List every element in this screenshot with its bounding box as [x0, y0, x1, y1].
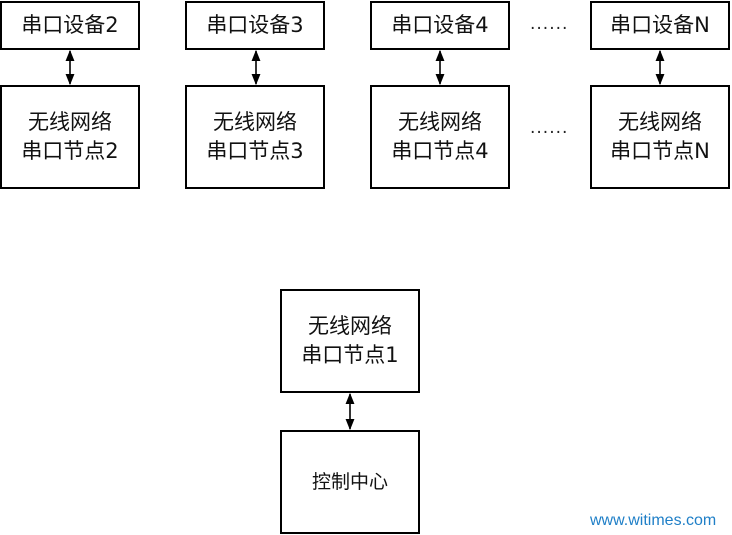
serial-device-3-label: 串口设备3: [206, 13, 304, 37]
wireless-node-3-line2: 串口节点3: [206, 139, 304, 163]
wireless-node-n-line2: 串口节点N: [610, 139, 710, 163]
control-center-box: 控制中心: [280, 430, 420, 534]
wireless-node-n-box: 无线网络 串口节点N: [590, 85, 730, 189]
serial-device-4-label: 串口设备4: [391, 13, 489, 37]
wireless-node-1-line2: 串口节点1: [301, 343, 399, 367]
wireless-node-2-line2: 串口节点2: [21, 139, 119, 163]
serial-device-4-box: 串口设备4: [370, 1, 510, 50]
wireless-node-2-box: 无线网络 串口节点2: [0, 85, 140, 189]
wireless-node-3-box: 无线网络 串口节点3: [185, 85, 325, 189]
wireless-node-4-line1: 无线网络: [398, 110, 482, 134]
wireless-node-2-line1: 无线网络: [28, 110, 112, 134]
wireless-node-1-line1: 无线网络: [308, 314, 392, 338]
serial-device-2-label: 串口设备2: [21, 13, 119, 37]
wireless-node-3-line1: 无线网络: [213, 110, 297, 134]
wireless-node-4-line2: 串口节点4: [391, 139, 489, 163]
top-ellipsis: ......: [530, 14, 569, 34]
wireless-node-n-line1: 无线网络: [618, 110, 702, 134]
wireless-node-4-box: 无线网络 串口节点4: [370, 85, 510, 189]
serial-device-2-box: 串口设备2: [0, 1, 140, 50]
wireless-node-1-box: 无线网络 串口节点1: [280, 289, 420, 393]
watermark-link[interactable]: www.witimes.com: [590, 512, 717, 529]
serial-device-3-box: 串口设备3: [185, 1, 325, 50]
serial-device-n-label: 串口设备N: [610, 13, 710, 37]
serial-device-n-box: 串口设备N: [590, 1, 730, 50]
control-center-label: 控制中心: [311, 470, 388, 493]
middle-ellipsis: ......: [530, 118, 569, 138]
